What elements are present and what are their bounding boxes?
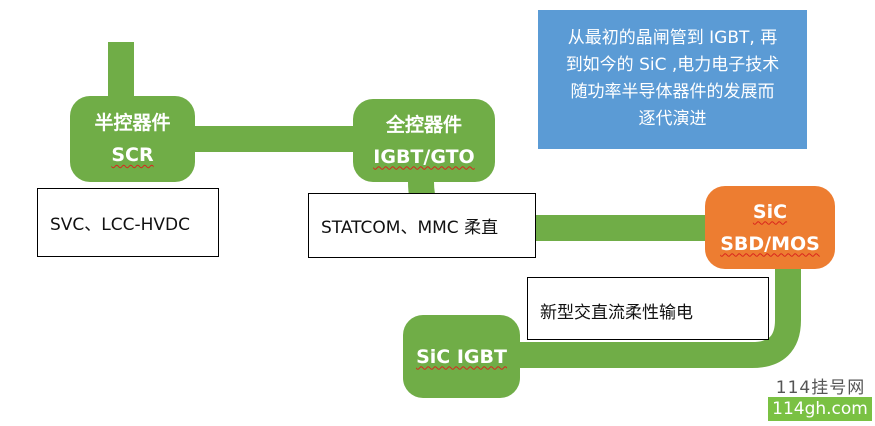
note-line: 到如今的 SiC ,电力电子技术 <box>565 55 780 75</box>
app-box-text: 新型交直流柔性输电 <box>540 303 693 323</box>
app-box-text: SVC、LCC-HVDC <box>50 215 191 235</box>
node-title: 全控器件 <box>385 113 462 136</box>
app-box-scr: SVC、LCC-HVDC <box>37 188 219 257</box>
node-title: 半控器件 <box>94 112 171 134</box>
app-box-text: STATCOM、MMC 柔直 <box>321 218 499 238</box>
node-title: SiC IGBT <box>416 345 507 368</box>
app-box-igbt: STATCOM、MMC 柔直 <box>308 193 536 258</box>
node-subtitle: IGBT/GTO <box>373 145 475 168</box>
note-box: 从最初的晶闸管到 IGBT, 再 到如今的 SiC ,电力电子技术 随功率半导体… <box>538 10 807 149</box>
watermark-site-url: 114gh.com <box>768 397 872 421</box>
watermark-site-name: 114挂号网 <box>775 378 866 398</box>
app-box-sic: 新型交直流柔性输电 <box>527 277 769 340</box>
node-sic-sbd-mos: SiC SBD/MOS <box>705 186 835 269</box>
note-line: 逐代演进 <box>638 109 707 129</box>
node-full-controlled-device: 全控器件 IGBT/GTO <box>353 99 495 182</box>
note-line: 随功率半导体器件的发展而 <box>570 82 775 102</box>
node-sic-igbt: SiC IGBT <box>403 315 520 398</box>
node-subtitle: SCR <box>111 144 154 166</box>
node-title: SiC <box>752 200 788 223</box>
note-line: 从最初的晶闸管到 IGBT, 再 <box>567 28 778 48</box>
connector-sic-to-sic-igbt <box>518 268 801 368</box>
node-half-controlled-device: 半控器件 SCR <box>70 96 195 182</box>
node-subtitle: SBD/MOS <box>720 232 820 255</box>
